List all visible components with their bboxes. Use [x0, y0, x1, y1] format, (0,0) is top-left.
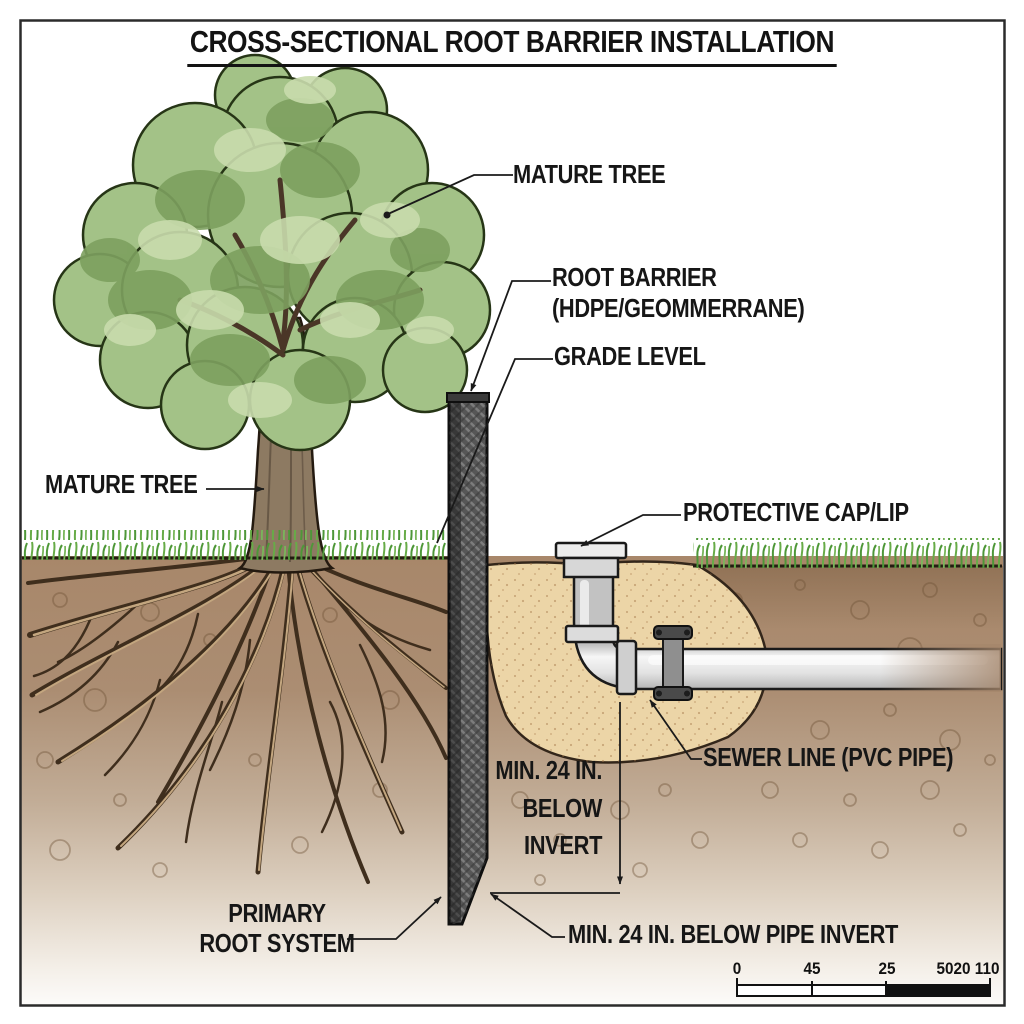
scale-tick-2: 25	[878, 959, 896, 978]
scale-tick-3: 5020 110	[936, 959, 1000, 978]
label-root-barrier-line1: ROOT BARRIER	[552, 262, 717, 292]
label-min-depth-line1: MIN. 24 IN.	[495, 755, 602, 785]
label-primary-root-system: PRIMARY ROOT SYSTEM	[199, 898, 355, 959]
tree-canopy	[52, 53, 492, 452]
grade-level-surface	[22, 530, 1002, 568]
label-min-depth-below-invert: MIN. 24 IN. BELOW INVERT	[495, 752, 602, 865]
leader-primary-root	[347, 896, 442, 940]
label-protective-cap: PROTECTIVE CAP/LIP	[683, 497, 909, 527]
scale-tick-0: 0	[732, 959, 742, 978]
diagram-border-frame	[19, 19, 1006, 1007]
pipe-flange-valve	[653, 625, 693, 701]
root-barrier-membrane	[446, 392, 490, 926]
scale-bar	[736, 978, 991, 997]
leader-root-barrier	[470, 280, 551, 392]
leader-mature-tree-canopy	[387, 174, 513, 215]
diagram-title: CROSS-SECTIONAL ROOT BARRIER INSTALLATIO…	[187, 24, 837, 67]
pipe-coupling	[564, 624, 620, 644]
leader-grade-level	[436, 358, 553, 544]
label-min-depth-line2: BELOW	[522, 792, 602, 823]
label-min-depth-pipe-invert: MIN. 24 IN. BELOW PIPE INVERT	[568, 919, 899, 949]
grass-left	[22, 530, 449, 560]
label-root-barrier-line2: (HDPE/GEOMMERRANE)	[552, 292, 805, 323]
root-system	[26, 553, 448, 884]
label-primary-root-line2: ROOT SYSTEM	[199, 927, 355, 958]
leader-sewer-line	[649, 699, 702, 760]
leader-min-depth-pipe	[490, 893, 565, 938]
label-grade-level: GRADE LEVEL	[554, 341, 706, 371]
label-root-barrier: ROOT BARRIER (HDPE/GEOMMERRANE)	[552, 262, 805, 323]
label-min-depth-line3: INVERT	[523, 830, 602, 861]
label-primary-root-line1: PRIMARY	[228, 898, 326, 928]
grass-right	[693, 538, 1002, 568]
annotation-lines	[206, 174, 702, 940]
diagram-title-wrap: CROSS-SECTIONAL ROOT BARRIER INSTALLATIO…	[0, 24, 1024, 67]
elbow-collar	[615, 639, 638, 696]
label-mature-tree-canopy: MATURE TREE	[513, 159, 666, 189]
scale-tick-1: 45	[803, 959, 821, 978]
label-sewer-line: SEWER LINE (PVC PIPE)	[703, 742, 954, 772]
label-mature-tree-trunk: MATURE TREE	[44, 469, 198, 499]
sewer-pipe-assembly	[554, 541, 1003, 701]
protective-cap	[554, 541, 628, 579]
pipe-fade	[880, 644, 1001, 692]
leader-protective-cap	[580, 514, 681, 547]
